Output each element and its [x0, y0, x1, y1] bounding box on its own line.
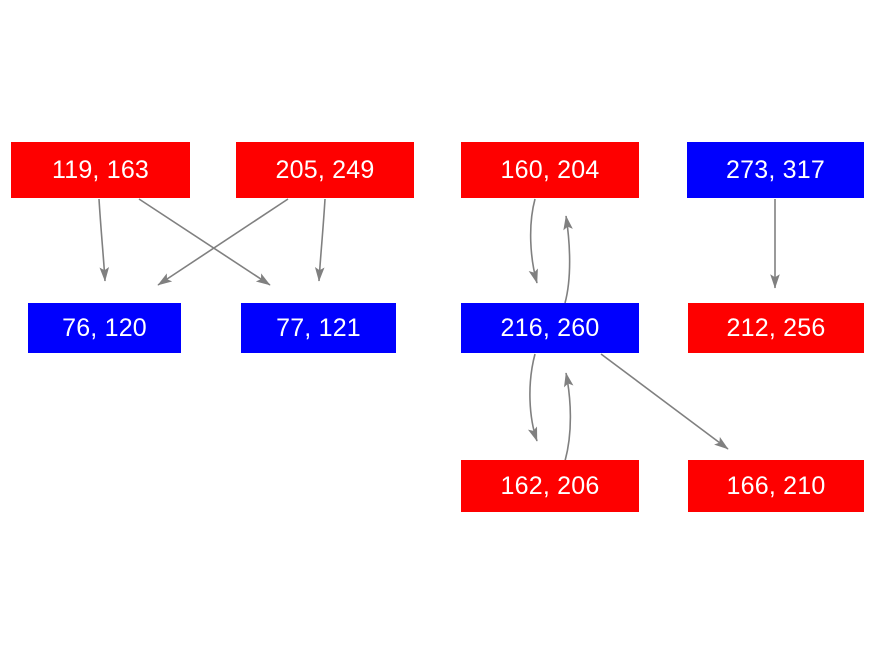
edge-216260-to-166210 [600, 353, 729, 450]
edge-205249-to-76120 [157, 198, 289, 286]
edge-119163-to-77121 [138, 198, 271, 286]
edge-162206-to-216260 [563, 372, 574, 462]
node-label: 216, 260 [500, 313, 600, 342]
edge-205249-to-77121 [314, 198, 326, 282]
edge-216260-to-160204 [563, 215, 573, 304]
node-label: 162, 206 [500, 471, 600, 500]
node-166-210[interactable]: 166, 210 [688, 460, 864, 512]
edge-216260-to-162206 [527, 353, 538, 442]
node-212-256[interactable]: 212, 256 [688, 303, 864, 353]
node-label: 77, 121 [276, 313, 361, 342]
node-76-120[interactable]: 76, 120 [28, 303, 181, 353]
node-label: 205, 249 [275, 155, 375, 184]
node-205-249[interactable]: 205, 249 [236, 142, 414, 198]
node-label: 119, 163 [51, 155, 150, 184]
node-273-317[interactable]: 273, 317 [687, 142, 864, 198]
node-label: 166, 210 [726, 471, 826, 500]
node-119-163[interactable]: 119, 163 [11, 142, 190, 198]
node-label: 160, 204 [500, 155, 600, 184]
node-162-206[interactable]: 162, 206 [461, 460, 639, 512]
edge-160204-to-216260 [528, 198, 538, 284]
node-77-121[interactable]: 77, 121 [241, 303, 396, 353]
node-216-260[interactable]: 216, 260 [461, 303, 639, 353]
edge-119163-to-76120 [98, 198, 110, 282]
node-label: 273, 317 [726, 155, 825, 184]
node-160-204[interactable]: 160, 204 [461, 142, 639, 198]
node-label: 76, 120 [62, 313, 147, 342]
node-label: 212, 256 [726, 313, 826, 342]
